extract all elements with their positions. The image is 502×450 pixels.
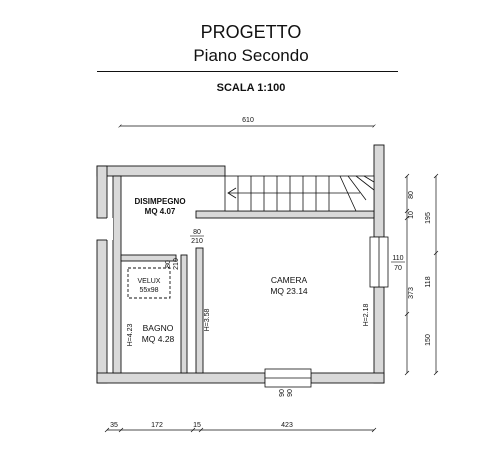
room-bagno-name: BAGNO [143, 323, 174, 333]
room-disimpegno-area: MQ 4.07 [145, 207, 176, 216]
door-camera-width: 80 [193, 229, 201, 236]
height-corridor: H=3.58 [204, 309, 211, 332]
title-underline [97, 71, 398, 72]
scale-label: SCALA 1:100 [216, 82, 286, 94]
velux-skylight [127, 267, 171, 299]
subtitle: Piano Secondo [193, 46, 309, 65]
height-bagno: H=4.23 [127, 324, 134, 347]
door-bagno-height: 210 [173, 258, 180, 270]
door-camera-height: 210 [191, 238, 203, 245]
dim-bottom-3: 15 [193, 422, 201, 429]
window-bottom-width: 90 [279, 389, 286, 397]
dim-right-4: 150 [425, 334, 432, 346]
wall-bottom-right [310, 372, 385, 384]
dim-bottom-1: 35 [110, 422, 118, 429]
title: PROGETTO [200, 22, 302, 42]
wall-disimpegno-bagno [120, 254, 177, 262]
wall-bottom-left [96, 372, 266, 384]
room-bagno-area: MQ 4.28 [142, 334, 175, 344]
room-disimpegno-name: DISIMPEGNO [134, 197, 185, 206]
dim-right-2: 10 [408, 211, 415, 219]
wall-bagno-right [180, 254, 188, 374]
wall-right-upper [373, 144, 385, 238]
height-camera: H=2.18 [363, 304, 370, 327]
window-bottom-height: 90 [287, 389, 294, 397]
wall-inner-left [112, 175, 122, 374]
dim-bottom-2: 172 [151, 422, 163, 429]
dim-right-3: 118 [425, 276, 432, 287]
dim-top: 610 [242, 117, 254, 124]
dim-bottom-4: 423 [281, 422, 293, 429]
wall-top-left [96, 165, 226, 177]
velux-name: VELUX [138, 278, 161, 285]
room-camera-name: CAMERA [271, 275, 308, 285]
door-bagno-width: 80 [165, 260, 172, 268]
wall-camera-top [195, 210, 375, 219]
wall-right-lower [373, 286, 385, 384]
wall-left-outer-top [96, 165, 108, 219]
velux-size: 55x98 [139, 287, 158, 294]
window-right-width: 110 [392, 255, 403, 262]
dim-right-1: 80 [408, 191, 415, 199]
dim-right-outer-1: 195 [425, 212, 432, 224]
window-right-height: 70 [394, 265, 402, 272]
room-camera-area: MQ 23.14 [270, 286, 308, 296]
dim-right-outer-2: 373 [408, 287, 415, 299]
wall-corridor-camera [195, 247, 204, 374]
wall-left-outer-bottom [96, 239, 108, 384]
staircase [224, 175, 375, 212]
